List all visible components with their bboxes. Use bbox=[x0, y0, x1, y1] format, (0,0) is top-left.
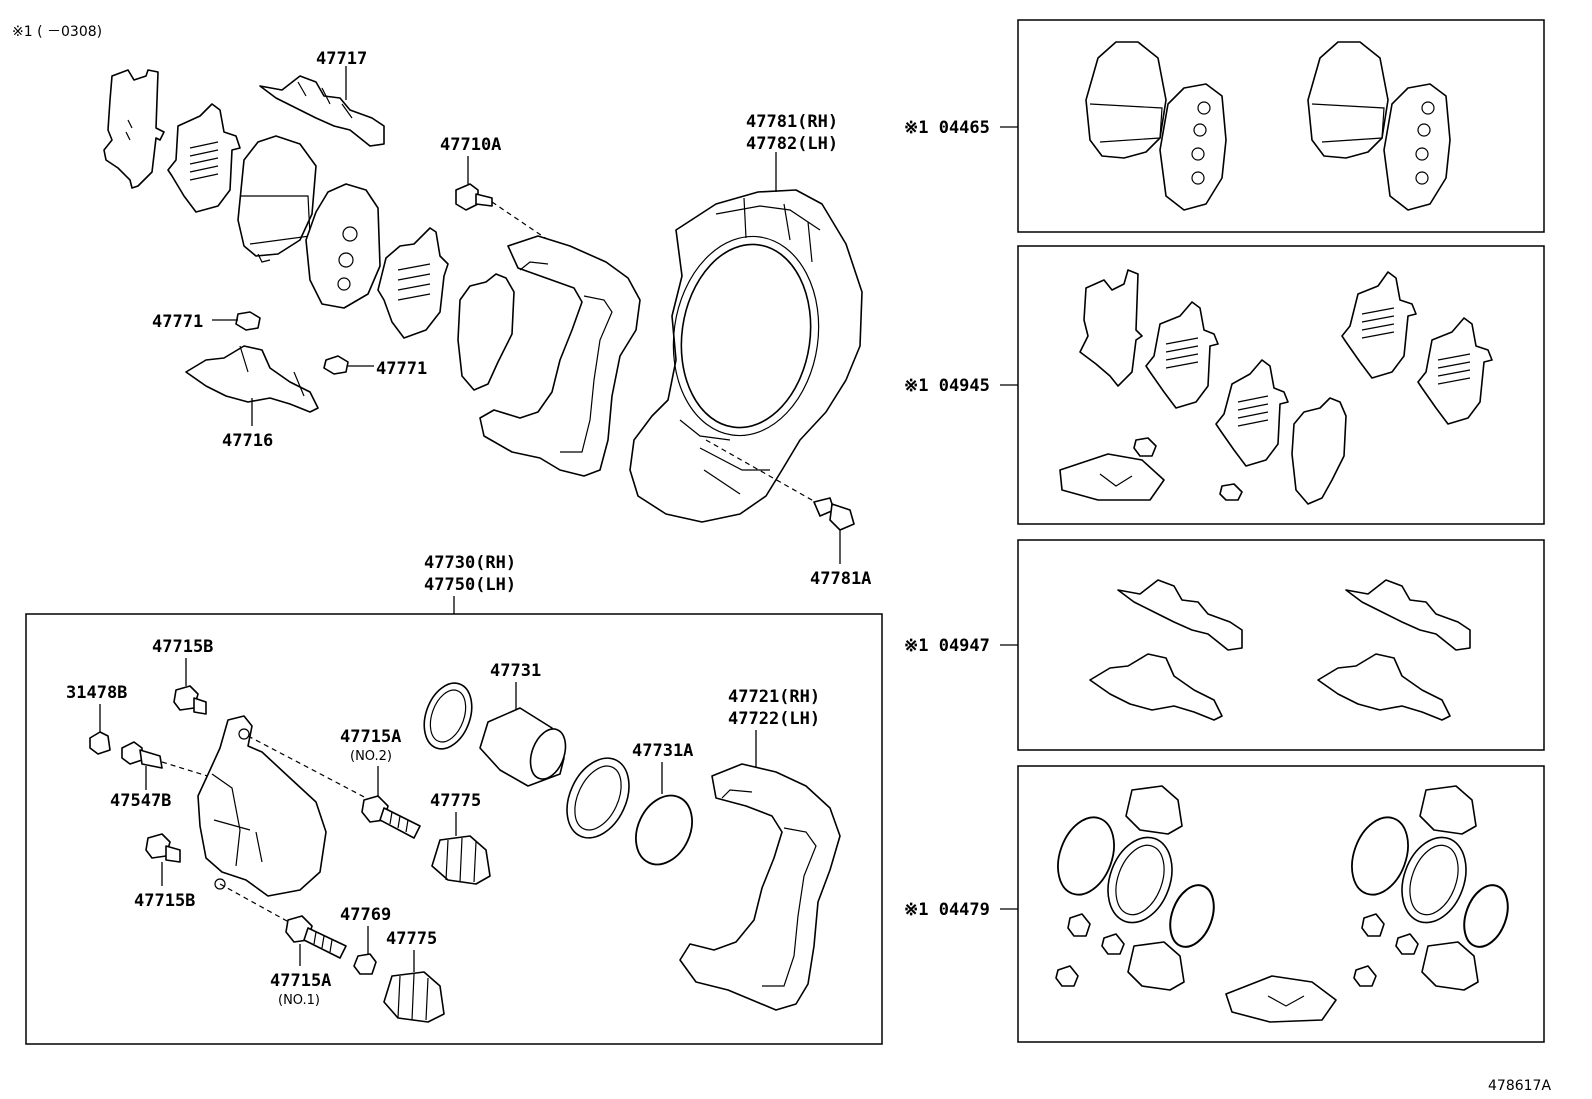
piston-drawing bbox=[479, 707, 567, 787]
label-47775-a: 47775 bbox=[430, 791, 481, 811]
caliper-mounting-upper-drawing bbox=[479, 235, 641, 477]
cylinder-boot-ring-drawing bbox=[566, 757, 630, 839]
pad-wear-clip-a-drawing bbox=[235, 311, 261, 331]
brake-pad-outer-drawing bbox=[237, 135, 317, 263]
bleeder-cap-drawing bbox=[89, 731, 111, 755]
slide-pin-no2-drawing bbox=[361, 795, 421, 839]
anti-squeal-shim-inner3-drawing bbox=[457, 273, 515, 391]
label-47775-b: 47775 bbox=[386, 929, 437, 949]
caliper-mounting-lower-drawing bbox=[679, 763, 841, 1011]
pad-wear-clip-b-drawing bbox=[323, 355, 349, 375]
label-47771-b: 47771 bbox=[376, 359, 427, 379]
kit-frame-4 bbox=[1017, 765, 1545, 1043]
label-47769: 47769 bbox=[340, 905, 391, 925]
pad-support-plate-lower-drawing bbox=[185, 345, 319, 413]
cylinder-boot-b-drawing bbox=[383, 971, 445, 1023]
kit-label-4: ※1 04479 bbox=[904, 900, 990, 920]
anti-squeal-shim-outer-drawing bbox=[103, 69, 165, 189]
label-47731: 47731 bbox=[490, 661, 541, 681]
label-47750-lh: 47750(LH) bbox=[424, 575, 516, 595]
brake-pad-inner-drawing bbox=[305, 183, 381, 309]
label-47782-lh: 47782(LH) bbox=[746, 134, 838, 154]
label-47715b-bottom: 47715B bbox=[134, 891, 195, 911]
label-47722-lh: 47722(LH) bbox=[728, 709, 820, 729]
piston-seal-47731a-drawing bbox=[635, 794, 693, 866]
model-note: ※1 ( －0308) bbox=[12, 24, 102, 40]
label-no2: (NO.2) bbox=[350, 749, 392, 764]
label-47716: 47716 bbox=[222, 431, 273, 451]
kit-1-pads-drawing bbox=[1085, 41, 1451, 211]
pad-support-plate-upper-drawing bbox=[259, 75, 385, 147]
caliper-cylinder-drawing bbox=[197, 715, 327, 897]
label-47771-a: 47771 bbox=[152, 312, 203, 332]
caliper-assembly-frame bbox=[25, 613, 883, 1045]
bolt-47781a-drawing bbox=[813, 497, 855, 531]
kit-label-3: ※1 04947 bbox=[904, 636, 990, 656]
bushing-47769-drawing bbox=[353, 953, 377, 975]
dust-cover-drawing bbox=[629, 189, 863, 523]
slide-pin-no1-drawing bbox=[285, 915, 347, 959]
label-47717: 47717 bbox=[316, 49, 367, 69]
anti-squeal-shim-inner-drawing bbox=[167, 103, 241, 213]
label-47781a: 47781A bbox=[810, 569, 871, 589]
label-47721-rh: 47721(RH) bbox=[728, 687, 820, 707]
label-47730-rh: 47730(RH) bbox=[424, 553, 516, 573]
diagram-id: 478617A bbox=[1488, 1078, 1551, 1094]
kit-2-shims-drawing bbox=[1059, 269, 1493, 505]
kit-label-2: ※1 04945 bbox=[904, 376, 990, 396]
label-47715b-top: 47715B bbox=[152, 637, 213, 657]
label-47731a: 47731A bbox=[632, 741, 693, 761]
bleeder-plug-bottom-drawing bbox=[145, 833, 181, 863]
kit-3-plates-drawing bbox=[1089, 579, 1471, 721]
bleeder-plug-top-drawing bbox=[173, 685, 207, 715]
label-31478b: 31478B bbox=[66, 683, 127, 703]
label-47781-rh: 47781(RH) bbox=[746, 112, 838, 132]
label-47547b: 47547B bbox=[110, 791, 171, 811]
anti-squeal-shim-inner2-drawing bbox=[377, 227, 449, 339]
label-47710a: 47710A bbox=[440, 135, 501, 155]
label-47715a-no2: 47715A bbox=[340, 727, 401, 747]
kit-frame-1 bbox=[1017, 19, 1545, 233]
cylinder-boot-a-drawing bbox=[431, 835, 491, 885]
label-no1: (NO.1) bbox=[278, 993, 320, 1008]
label-47715a-no1: 47715A bbox=[270, 971, 331, 991]
kit-4-seals-drawing bbox=[1055, 785, 1509, 1023]
bleeder-screw-drawing bbox=[121, 741, 163, 769]
piston-seal-ring-drawing bbox=[423, 682, 473, 750]
kit-label-1: ※1 04465 bbox=[904, 118, 990, 138]
bolt-47710a-drawing bbox=[455, 183, 493, 211]
